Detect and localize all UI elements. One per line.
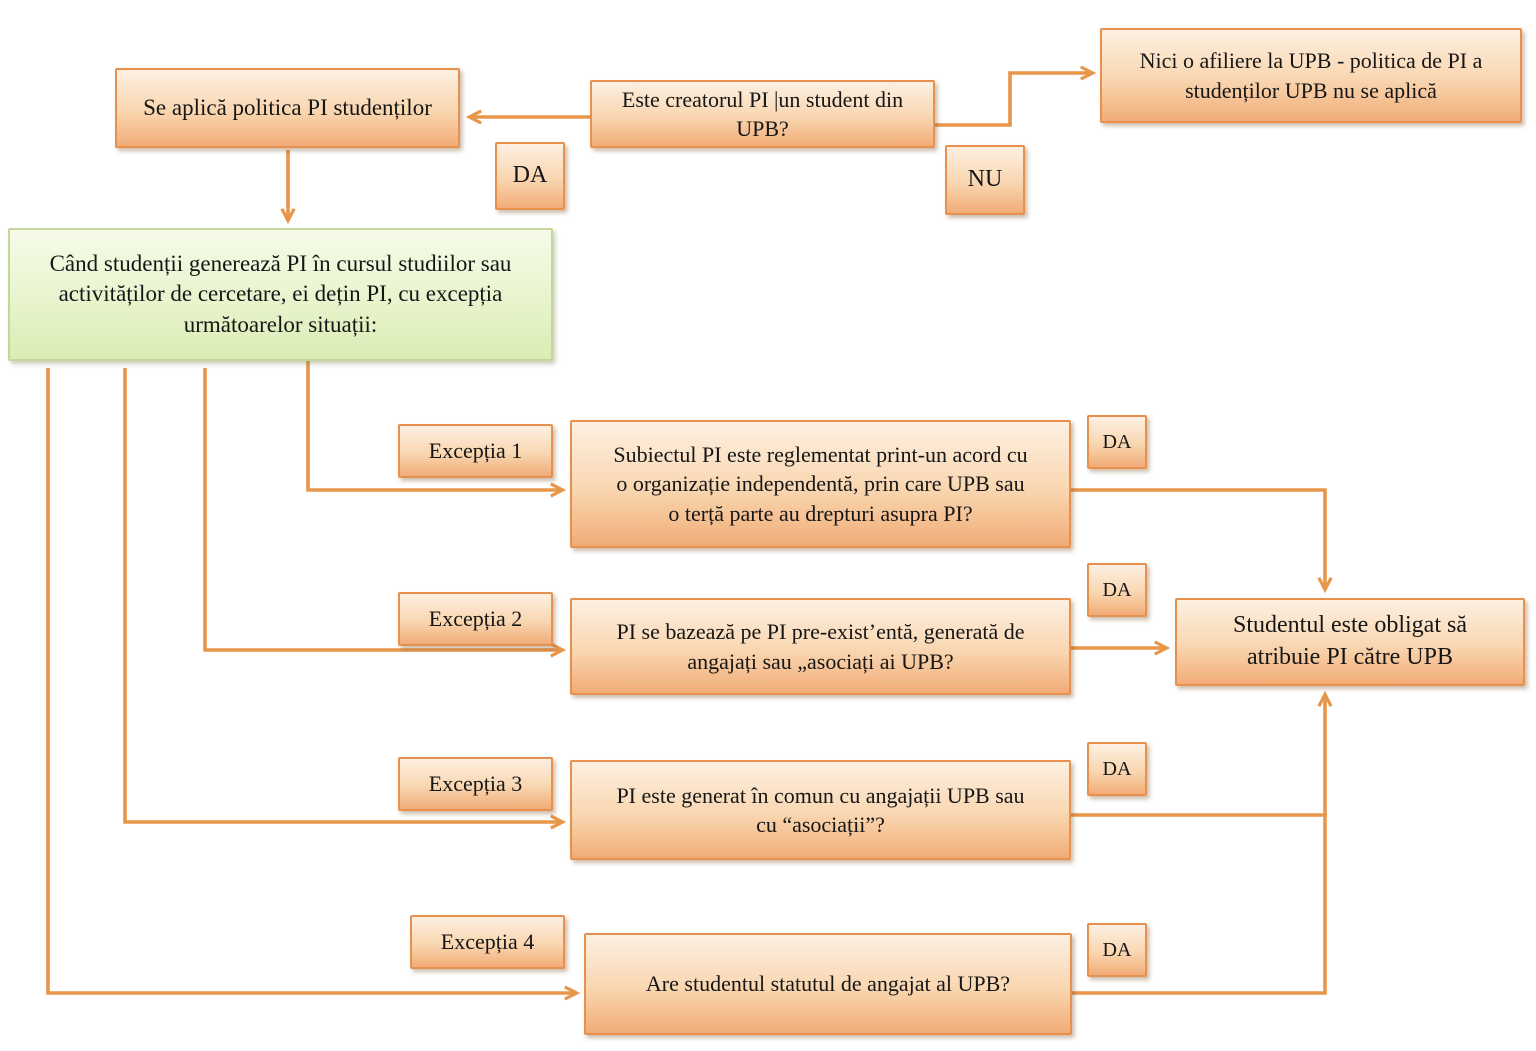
label-nu-top: NU (945, 145, 1025, 215)
node-obligation: Studentul este obligat să atribuie PI că… (1175, 598, 1525, 686)
label-da-top: DA (495, 142, 565, 210)
exception-1-label: Excepția 1 (398, 424, 553, 478)
connector-rule-to-exception-1 (306, 361, 562, 490)
exception-3-question: PI este generat în comun cu angajații UP… (570, 760, 1071, 860)
exception-1-question: Subiectul PI este reglementat print-un a… (570, 420, 1071, 548)
connector-start-to-no-affiliation (935, 73, 1092, 127)
exception-3-da: DA (1087, 742, 1147, 796)
connector-rule-to-exception-3 (123, 368, 562, 822)
node-start-question: Este creatorul PI |un student din UPB? (590, 80, 935, 148)
connector-q4-to-obligation-bottom (1071, 695, 1325, 995)
exception-2-label: Excepția 2 (398, 592, 553, 646)
exception-4-question: Are studentul statutul de angajat al UPB… (584, 933, 1072, 1035)
exception-3-label: Excepția 3 (398, 757, 553, 811)
exception-4-label: Excepția 4 (410, 915, 565, 969)
node-apply-policy: Se aplică politica PI studenților (115, 68, 460, 148)
connector-q1-to-obligation-top (1071, 488, 1325, 589)
exception-4-da: DA (1087, 923, 1147, 977)
node-no-affiliation: Nici o afiliere la UPB - politica de PI … (1100, 28, 1522, 123)
connector-rule-to-exception-2 (203, 368, 562, 650)
connector-rule-to-exception-4 (46, 368, 576, 993)
exception-1-da: DA (1087, 415, 1147, 469)
exception-2-question: PI se bazează pe PI pre-exist’entă, gene… (570, 598, 1071, 695)
node-ownership-rule: Când studenții generează PI în cursul st… (8, 228, 553, 361)
exception-2-da: DA (1087, 563, 1147, 617)
